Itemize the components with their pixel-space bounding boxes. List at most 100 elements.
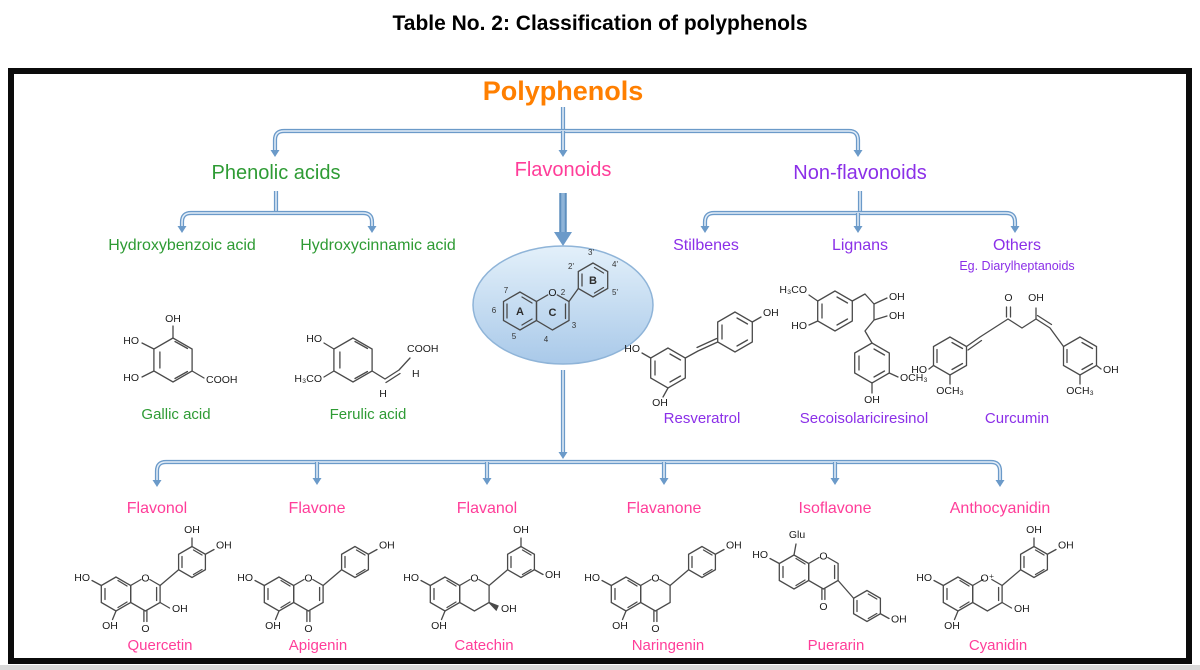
atom-label: O — [304, 573, 312, 585]
secoisolariciresinol-structure: H₃CO HO OH OH OCH₃ OH — [779, 284, 928, 406]
node-others: Others — [992, 237, 1042, 254]
atom-label: HO — [123, 372, 139, 384]
atom-label: HO — [403, 572, 419, 584]
position-number: 4' — [612, 260, 618, 269]
curcumin-structure: O OH HO OCH₃ OH OCH₃ — [911, 292, 1119, 397]
node-flavonol: Flavonol — [126, 500, 188, 517]
compound-name-apigenin: Apigenin — [288, 637, 348, 654]
compound-name-resveratrol: Resveratrol — [663, 410, 741, 427]
position-number: 5' — [612, 288, 618, 297]
atom-label: OH — [891, 614, 907, 626]
atom-label: O — [548, 287, 556, 299]
compound-name-naringenin: Naringenin — [631, 637, 705, 654]
atom-label: HO — [752, 549, 768, 561]
atom-label: H — [412, 368, 420, 380]
gallic-acid-structure: OH HO HO COOH — [123, 313, 238, 386]
ring-label-a: A — [516, 306, 524, 318]
atom-label: O — [651, 623, 659, 635]
atom-label: OH — [431, 620, 447, 632]
cyanidin-structure: OH OH HO O⁺ OH OH — [916, 524, 1074, 632]
node-non-flavonoids: Non-flavonoids — [793, 162, 927, 184]
atom-label: H₃CO — [779, 284, 807, 296]
atom-label: H₃CO — [294, 373, 322, 385]
quercetin-structure: HO O OH OH OH OH O — [74, 524, 232, 635]
atom-label: Glu — [789, 529, 806, 541]
atom-label: OH — [265, 620, 281, 632]
atom-label: OH — [1026, 524, 1042, 536]
atom-label: COOH — [206, 374, 238, 386]
atom-label: OH — [889, 310, 905, 322]
ring-label-c: C — [549, 307, 557, 319]
atom-label: OH — [184, 524, 200, 536]
atom-label: HO — [911, 364, 927, 376]
node-flavone: Flavone — [288, 500, 346, 517]
atom-label: OH — [102, 620, 118, 632]
atom-label: O — [304, 623, 312, 635]
atom-label: O — [1004, 292, 1012, 304]
atom-label: OH — [1014, 603, 1030, 615]
atom-label: O — [141, 623, 149, 635]
atom-label: OH — [379, 540, 395, 552]
position-number: 3 — [572, 321, 577, 330]
atom-label: HO — [306, 333, 322, 345]
node-flavanol: Flavanol — [456, 500, 518, 517]
node-isoflavone: Isoflavone — [798, 500, 872, 517]
catechin-structure: HO O OH OH OH OH — [403, 524, 561, 632]
node-flavonoids: Flavonoids — [514, 159, 612, 181]
compound-name-curcumin: Curcumin — [984, 410, 1050, 427]
atom-label: OCH₃ — [900, 372, 928, 384]
atom-label: OH — [501, 603, 517, 615]
atom-label: OH — [864, 394, 880, 406]
atom-label: OCH₃ — [936, 385, 964, 397]
naringenin-structure: HO O OH OH O — [584, 540, 742, 636]
compound-name-quercetin: Quercetin — [127, 637, 193, 654]
ferulic-acid-structure: HO H₃CO COOH H H — [294, 333, 438, 400]
atom-label: O — [819, 601, 827, 613]
atom-label: OH — [763, 307, 779, 319]
atom-label: H — [379, 388, 387, 400]
apigenin-structure: HO O OH OH O — [237, 540, 395, 636]
atom-label: OH — [1103, 364, 1119, 376]
flavonoid-core-structure: O A C B 2 3 4 5 6 7 2' 3' 4' 5' — [472, 245, 654, 365]
position-number: 7 — [504, 286, 509, 295]
atom-label: OH — [726, 540, 742, 552]
atom-label: OH — [545, 569, 561, 581]
node-lignans: Lignans — [831, 237, 889, 254]
atom-label: OH — [1028, 292, 1044, 304]
node-polyphenols: Polyphenols — [482, 76, 644, 106]
node-flavanone: Flavanone — [626, 500, 702, 517]
atom-label: OH — [216, 540, 232, 552]
node-hydroxycinnamic-acid: Hydroxycinnamic acid — [300, 237, 456, 254]
figure-title: Table No. 2: Classification of polypheno… — [392, 12, 808, 35]
compound-name-catechin: Catechin — [454, 637, 514, 654]
atom-label: O — [470, 573, 478, 585]
atom-label: OH — [165, 313, 181, 325]
puerarin-structure: Glu HO O O OH — [752, 529, 907, 626]
atom-label: O — [819, 551, 827, 563]
page-edge — [0, 665, 1200, 670]
node-hydroxybenzoic-acid: Hydroxybenzoic acid — [108, 237, 256, 254]
others-example-note: Eg. Diarylheptanoids — [959, 259, 1075, 273]
atom-label: HO — [584, 572, 600, 584]
atom-label: HO — [624, 343, 640, 355]
position-number: 2' — [568, 262, 574, 271]
atom-label: HO — [791, 320, 807, 332]
atom-label: HO — [123, 335, 139, 347]
atom-label: OH — [889, 291, 905, 303]
position-number: 4 — [544, 335, 549, 344]
position-number: 3' — [588, 248, 594, 257]
atom-label: OH — [652, 397, 668, 409]
compound-name-gallic-acid: Gallic acid — [141, 406, 211, 423]
atom-label: HO — [237, 572, 253, 584]
node-stilbenes: Stilbenes — [673, 237, 739, 254]
position-number: 2 — [561, 288, 566, 297]
atom-label: OH — [1058, 540, 1074, 552]
compound-name-ferulic-acid: Ferulic acid — [329, 406, 407, 423]
atom-label: OH — [944, 620, 960, 632]
resveratrol-structure: HO OH OH — [624, 307, 779, 409]
position-number: 5 — [512, 332, 517, 341]
atom-label: HO — [74, 572, 90, 584]
atom-label: OCH₃ — [1066, 385, 1094, 397]
compound-name-cyanidin: Cyanidin — [968, 637, 1028, 654]
